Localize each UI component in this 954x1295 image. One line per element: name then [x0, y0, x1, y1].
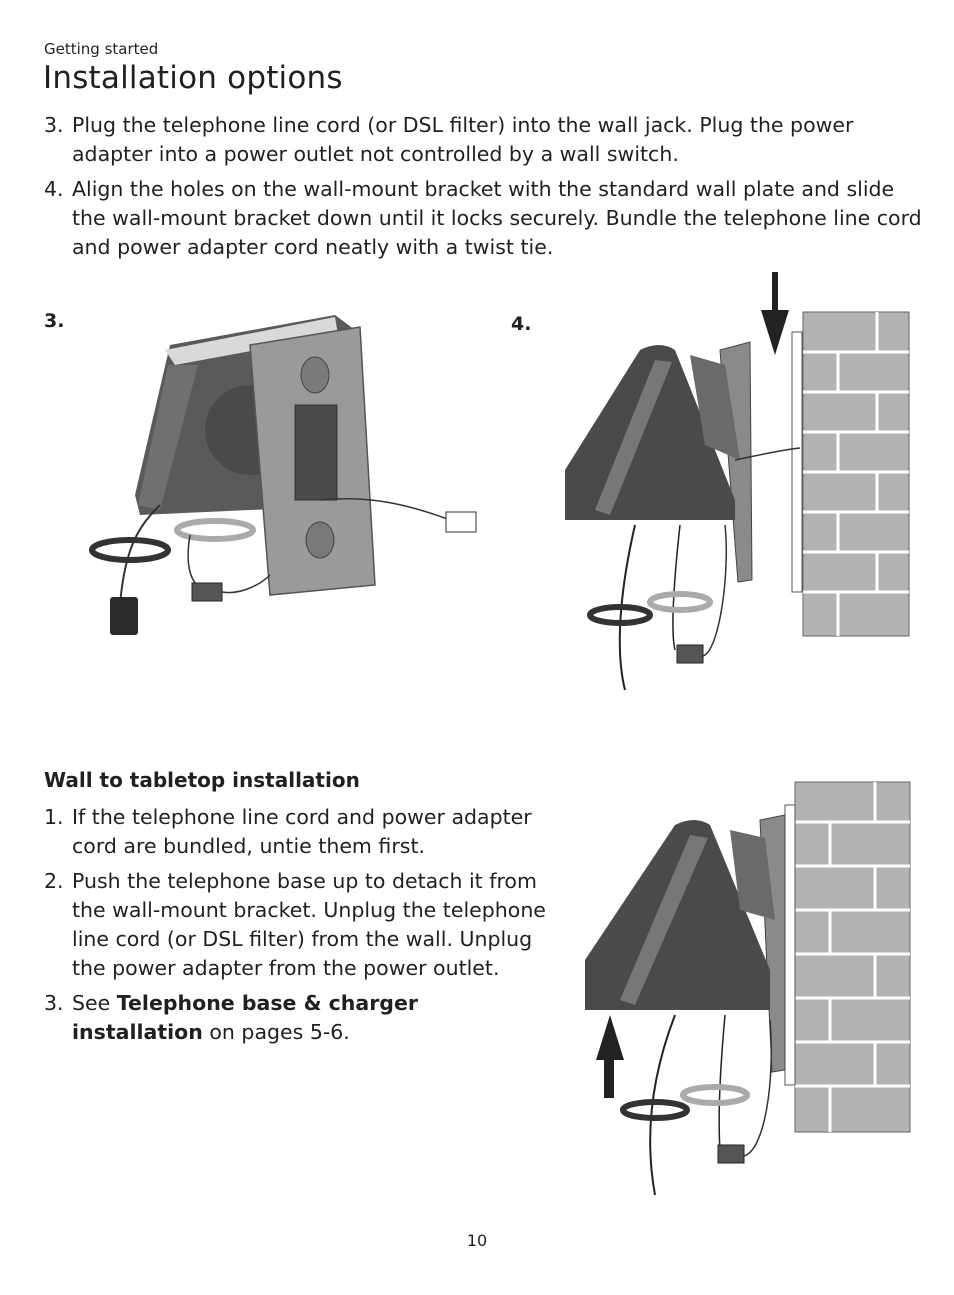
step-text: Plug the telephone line cord (or DSL fil… — [72, 113, 854, 166]
step-text: Push the telephone base up to detach it … — [72, 869, 546, 980]
step-text-before: See — [72, 991, 117, 1015]
down-arrow-icon — [761, 272, 789, 355]
list-item: 1. If the telephone line cord and power … — [44, 803, 554, 861]
figure-3-illustration — [89, 315, 477, 635]
step-number: 4. — [44, 177, 64, 201]
list-item: 3. Plug the telephone line cord (or DSL … — [44, 111, 924, 169]
list-item: 3. See Telephone base & charger installa… — [44, 989, 554, 1047]
step-number: 1. — [44, 805, 64, 829]
step-number: 2. — [44, 869, 64, 893]
step-number: 3. — [44, 991, 64, 1015]
step-number: 3. — [44, 113, 64, 137]
figure-4-label: 4. — [511, 313, 532, 335]
list-item: 2. Push the telephone base up to detach … — [44, 867, 554, 983]
step-text: If the telephone line cord and power ada… — [72, 805, 532, 858]
wall-to-tabletop-heading: Wall to tabletop installation — [44, 768, 360, 792]
top-steps-list: 3. Plug the telephone line cord (or DSL … — [44, 111, 924, 268]
up-arrow-icon — [596, 1015, 624, 1098]
list-item: 4. Align the holes on the wall-mount bra… — [44, 175, 924, 262]
figure-4-illustration — [565, 272, 910, 691]
section-label: Getting started — [44, 40, 159, 58]
figure-3-label: 3. — [44, 310, 65, 332]
page-title: Installation options — [43, 60, 343, 96]
step-text: Align the holes on the wall-mount bracke… — [72, 177, 922, 259]
step-text-after: on pages 5-6. — [202, 1020, 350, 1044]
page-number: 10 — [466, 1231, 488, 1250]
wall-to-tabletop-illustration — [585, 781, 911, 1196]
wall-to-tabletop-steps: 1. If the telephone line cord and power … — [44, 803, 554, 1053]
cross-reference: Telephone base & charger installation — [72, 991, 418, 1044]
